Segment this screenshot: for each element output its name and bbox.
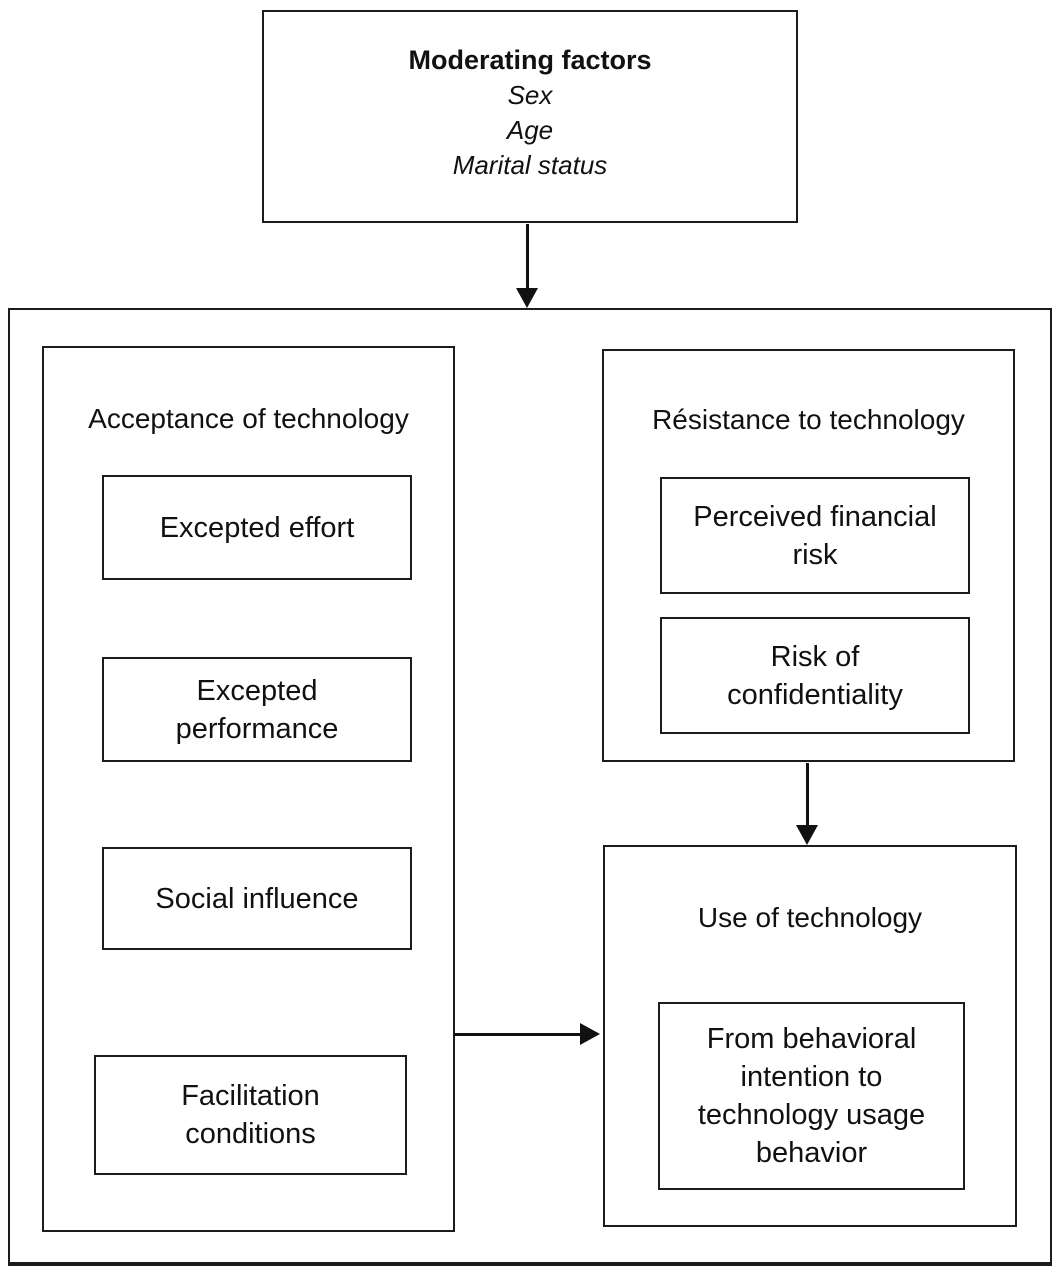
arrow-resistance-to-use-line [806,763,809,826]
resistance-to-technology-panel: Résistance to technology Perceived finan… [602,349,1015,762]
arrow-acceptance-to-use-head [580,1023,600,1045]
moderating-factor-age: Age [506,115,554,145]
acceptance-of-technology-panel: Acceptance of technology Excepted effort… [42,346,455,1232]
behavioral-intention-box: From behavioral intention to technology … [658,1002,965,1190]
perceived-financial-risk-box: Perceived financial risk [660,477,970,594]
arrow-moderating-to-model-line [526,224,529,290]
arrow-moderating-to-model-head [516,288,538,308]
arrow-acceptance-to-use-line [454,1033,582,1036]
use-of-technology-panel: Use of technology From behavioral intent… [603,845,1017,1227]
moderating-factor-sex: Sex [507,80,553,110]
excepted-effort-box: Excepted effort [102,475,412,580]
social-influence-box: Social influence [102,847,412,950]
resistance-panel-title: Résistance to technology [652,404,965,435]
use-panel-title: Use of technology [697,902,923,933]
moderating-factors-box: Moderating factors Sex Age Marital statu… [262,10,798,223]
risk-of-confidentiality-box: Risk of confidentiality [660,617,970,734]
arrow-resistance-to-use-head [796,825,818,845]
moderating-factors-title: Moderating factors [408,45,652,75]
moderating-factor-marital-status: Marital status [452,150,608,180]
acceptance-panel-title: Acceptance of technology [88,403,409,434]
excepted-performance-box: Excepted performance [102,657,412,762]
facilitation-conditions-box: Facilitation conditions [94,1055,407,1175]
